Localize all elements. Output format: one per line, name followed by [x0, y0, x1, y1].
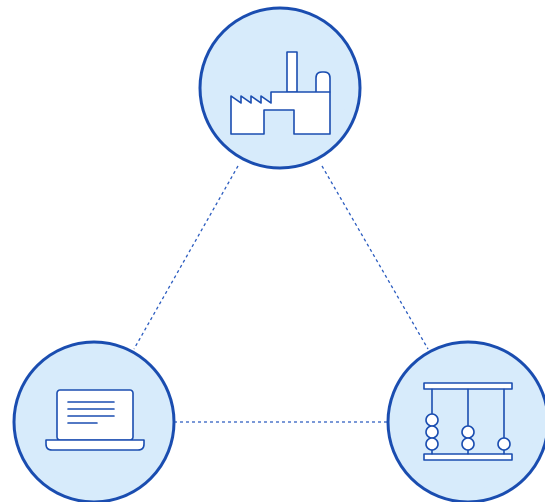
connector-factory-laptop — [133, 165, 239, 350]
node-abacus — [386, 340, 545, 502]
laptop-icon — [45, 389, 145, 451]
factory-icon — [230, 51, 331, 135]
connectors — [133, 165, 429, 423]
connector-factory-abacus — [321, 165, 429, 350]
node-laptop — [12, 340, 176, 502]
abacus-icon — [423, 382, 513, 461]
node-factory — [198, 6, 362, 170]
